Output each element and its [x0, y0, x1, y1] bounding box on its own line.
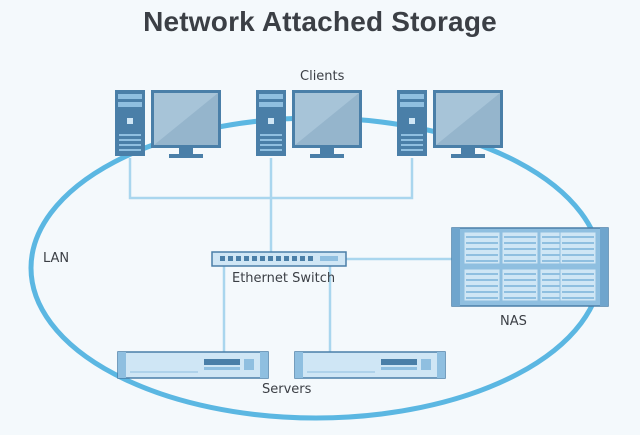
lan-label: LAN [43, 251, 70, 266]
client-2 [256, 90, 362, 158]
ethernet-switch-label: Ethernet Switch [232, 271, 336, 286]
monitor-icon [292, 90, 362, 158]
tower-pc-icon [256, 90, 286, 156]
tower-pc-icon [115, 90, 145, 156]
server-1 [117, 351, 269, 379]
server-2 [294, 351, 446, 379]
rack-server-icon [117, 351, 269, 379]
monitor-icon [433, 90, 503, 158]
nas-icon [451, 227, 609, 307]
monitor-icon [151, 90, 221, 158]
page-title: Network Attached Storage [143, 6, 497, 37]
clients-label: Clients [300, 69, 345, 84]
network-links [128, 158, 454, 352]
servers-label: Servers [262, 382, 312, 397]
ethernet-switch-icon [211, 251, 347, 267]
client-3 [397, 90, 503, 158]
tower-pc-icon [397, 90, 427, 156]
nas-label: NAS [500, 314, 527, 329]
rack-server-icon [294, 351, 446, 379]
client-1 [115, 90, 221, 158]
